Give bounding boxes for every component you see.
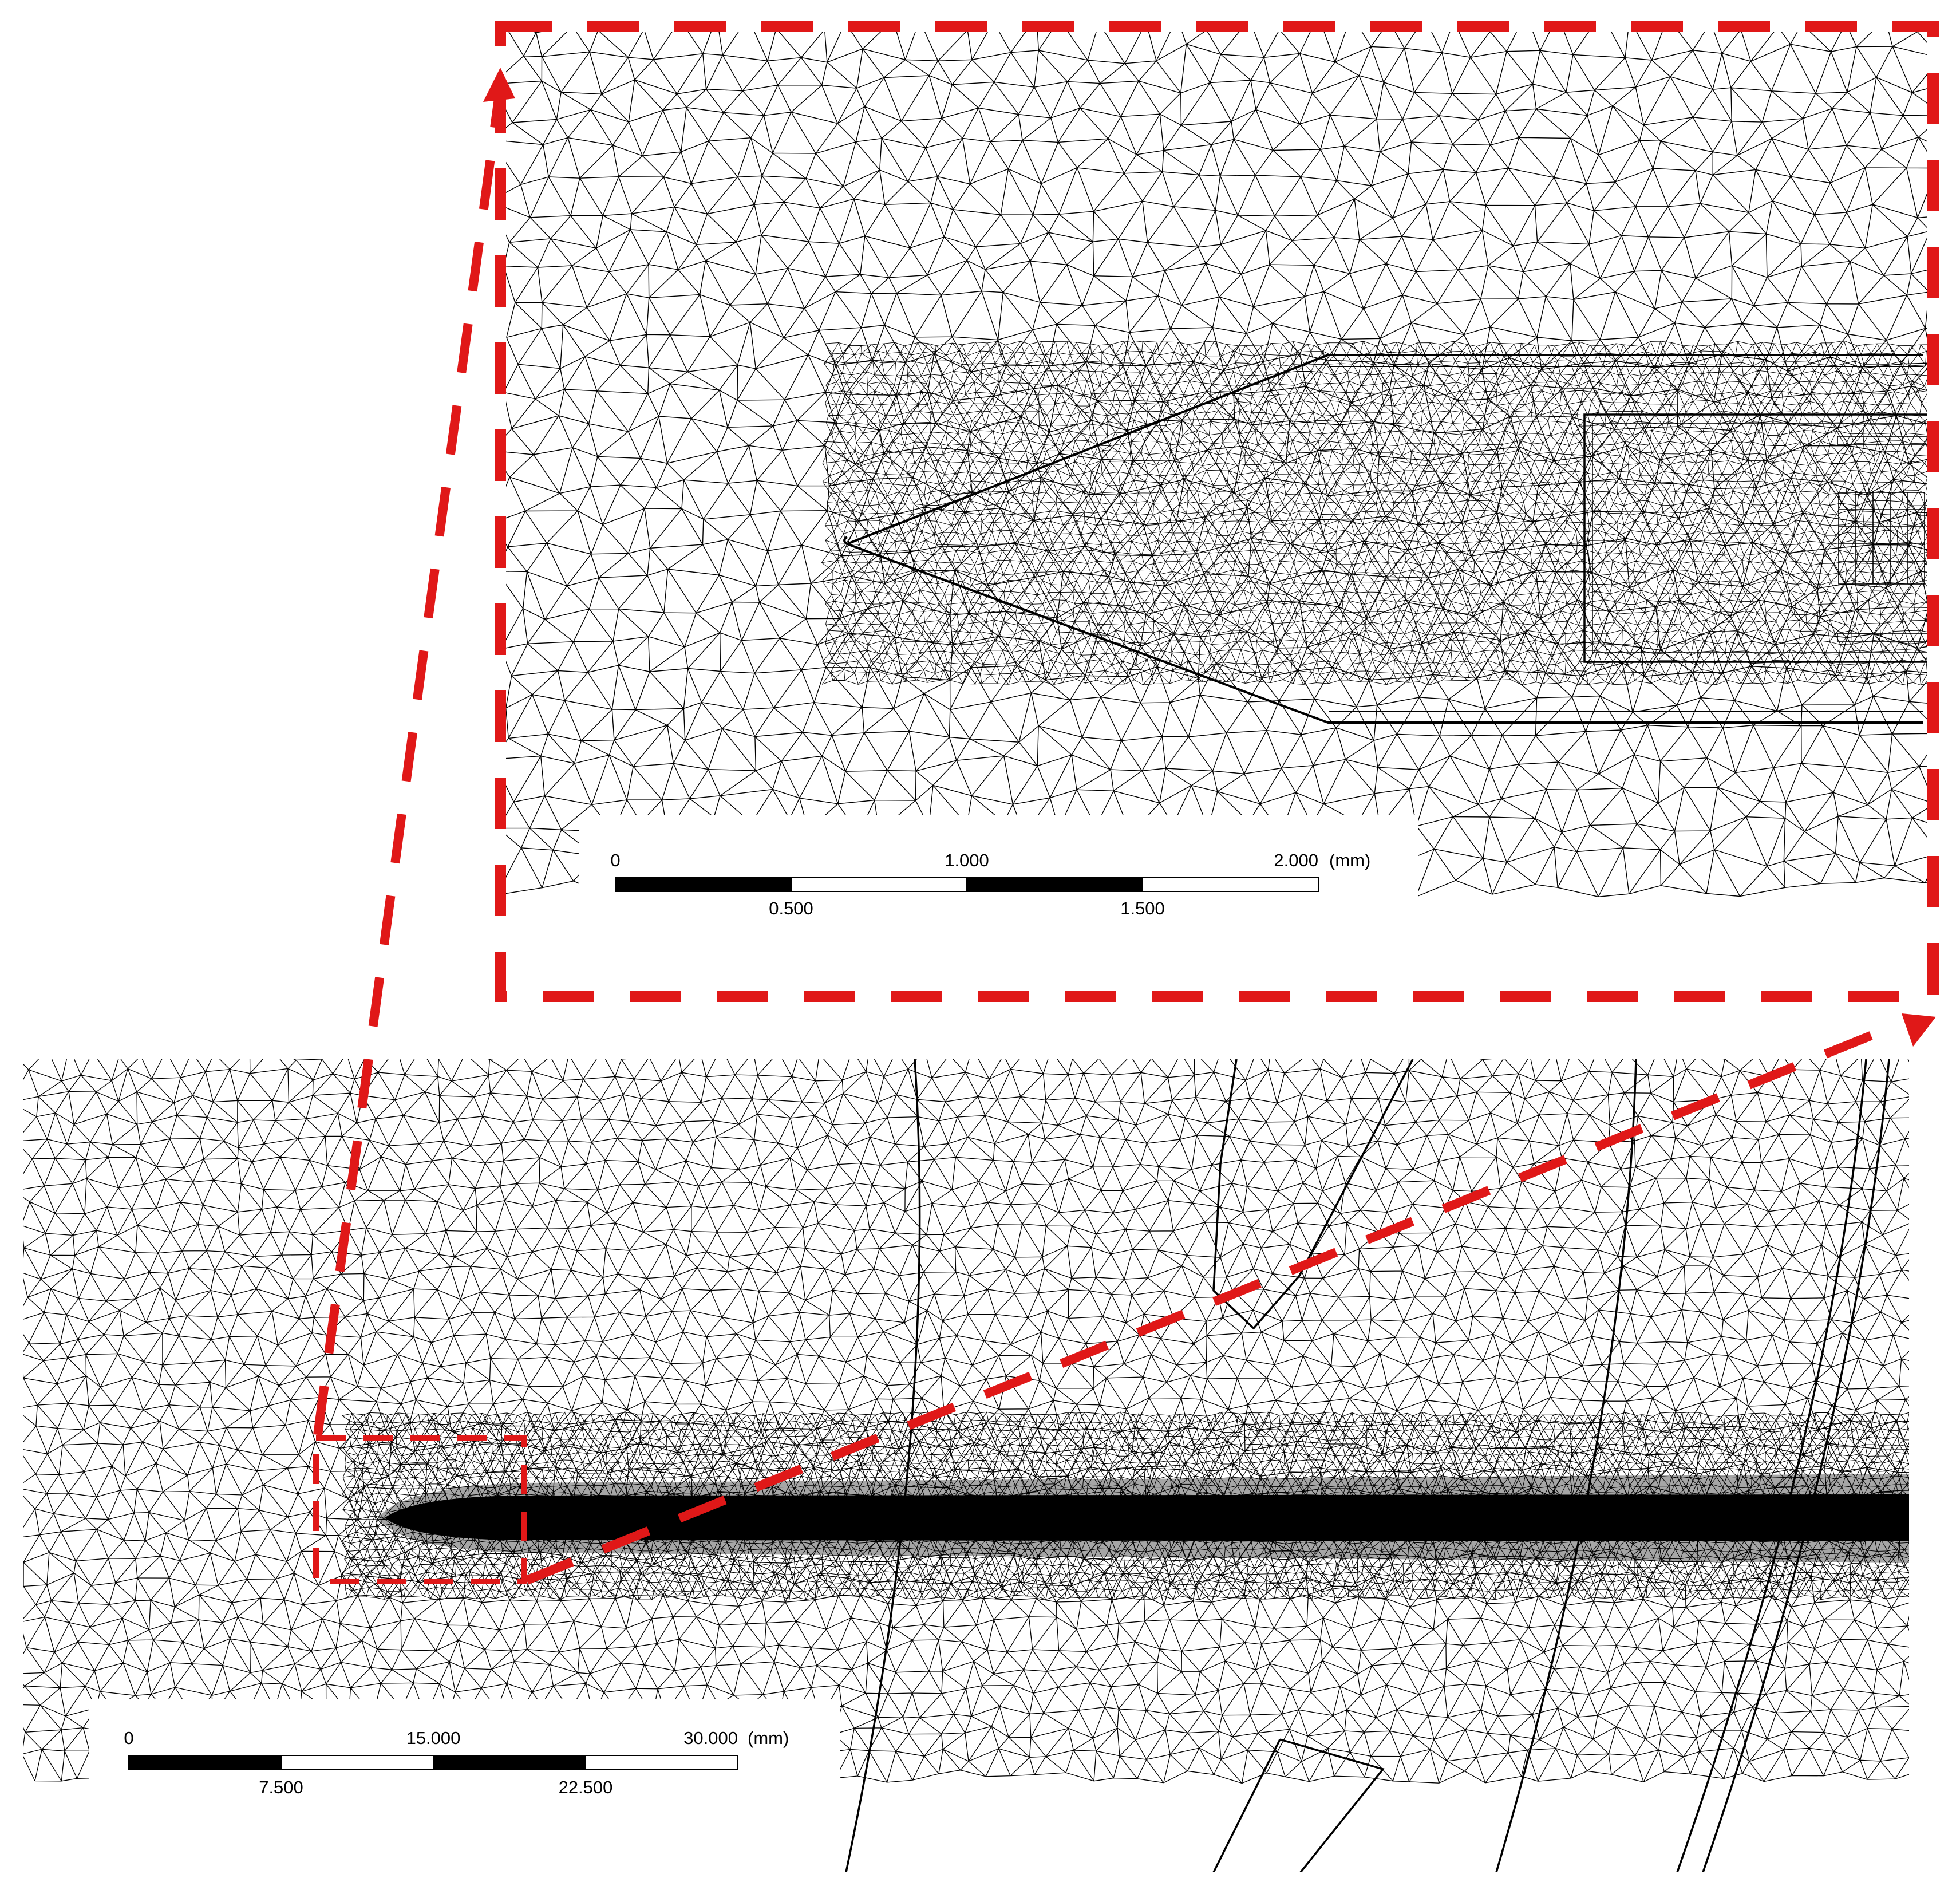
detail-scale-unit: (mm) bbox=[1329, 850, 1370, 870]
overview-scale-label-2: 30.000 bbox=[683, 1728, 738, 1748]
overview-view: 0 15.000 30.000 (mm) 7.500 22.500 bbox=[23, 1059, 1909, 1872]
inner-chamber-outline bbox=[1583, 413, 1927, 663]
overview-scale-label-mid-1: 22.500 bbox=[559, 1777, 613, 1797]
detail-scale-label-mid-1: 1.500 bbox=[1120, 898, 1165, 918]
detail-scale-label-1: 1.000 bbox=[945, 850, 989, 870]
detail-scale-label-0: 0 bbox=[610, 850, 620, 870]
detail-mesh-lines bbox=[506, 32, 1927, 898]
cone-tip-outline bbox=[843, 354, 1923, 724]
projectile-core bbox=[385, 1494, 1909, 1541]
mesh-edges bbox=[821, 340, 1927, 685]
zoom-callout bbox=[313, 21, 1939, 1585]
detail-scale-label-mid-0: 0.500 bbox=[769, 898, 813, 918]
detail-dense-mesh bbox=[821, 340, 1927, 685]
arrowhead-up-icon bbox=[483, 68, 515, 102]
inner-chamber-inner bbox=[1592, 423, 1927, 653]
callout-leader-left bbox=[313, 85, 505, 1436]
structured-grid-block bbox=[1837, 436, 1927, 642]
detail-mesh bbox=[506, 32, 1927, 962]
detail-frame-dashed bbox=[495, 21, 1939, 1002]
overview-scale-unit: (mm) bbox=[748, 1728, 789, 1748]
overview-scale-label-1: 15.000 bbox=[406, 1728, 461, 1748]
overview-scalebar: 0 15.000 30.000 (mm) 7.500 22.500 bbox=[124, 1728, 789, 1797]
source-region-dashed bbox=[313, 1435, 527, 1584]
detail-view: 0 1.000 2.000 (mm) 0.500 1.500 bbox=[506, 32, 1927, 962]
interface-curves bbox=[845, 1059, 1890, 1872]
mesh-edges bbox=[506, 32, 1927, 898]
overview-scale-label-mid-0: 7.500 bbox=[259, 1777, 303, 1797]
overview-mesh bbox=[23, 1059, 1909, 1872]
inner-body-outline bbox=[1329, 366, 1923, 712]
arrowhead-right-icon bbox=[1902, 1013, 1936, 1047]
overview-scalebar-panel bbox=[89, 1699, 840, 1848]
detail-scalebar: 0 1.000 2.000 (mm) 0.500 1.500 bbox=[610, 850, 1370, 918]
overview-scale-label-0: 0 bbox=[124, 1728, 133, 1748]
detail-scale-label-2: 2.000 bbox=[1274, 850, 1318, 870]
